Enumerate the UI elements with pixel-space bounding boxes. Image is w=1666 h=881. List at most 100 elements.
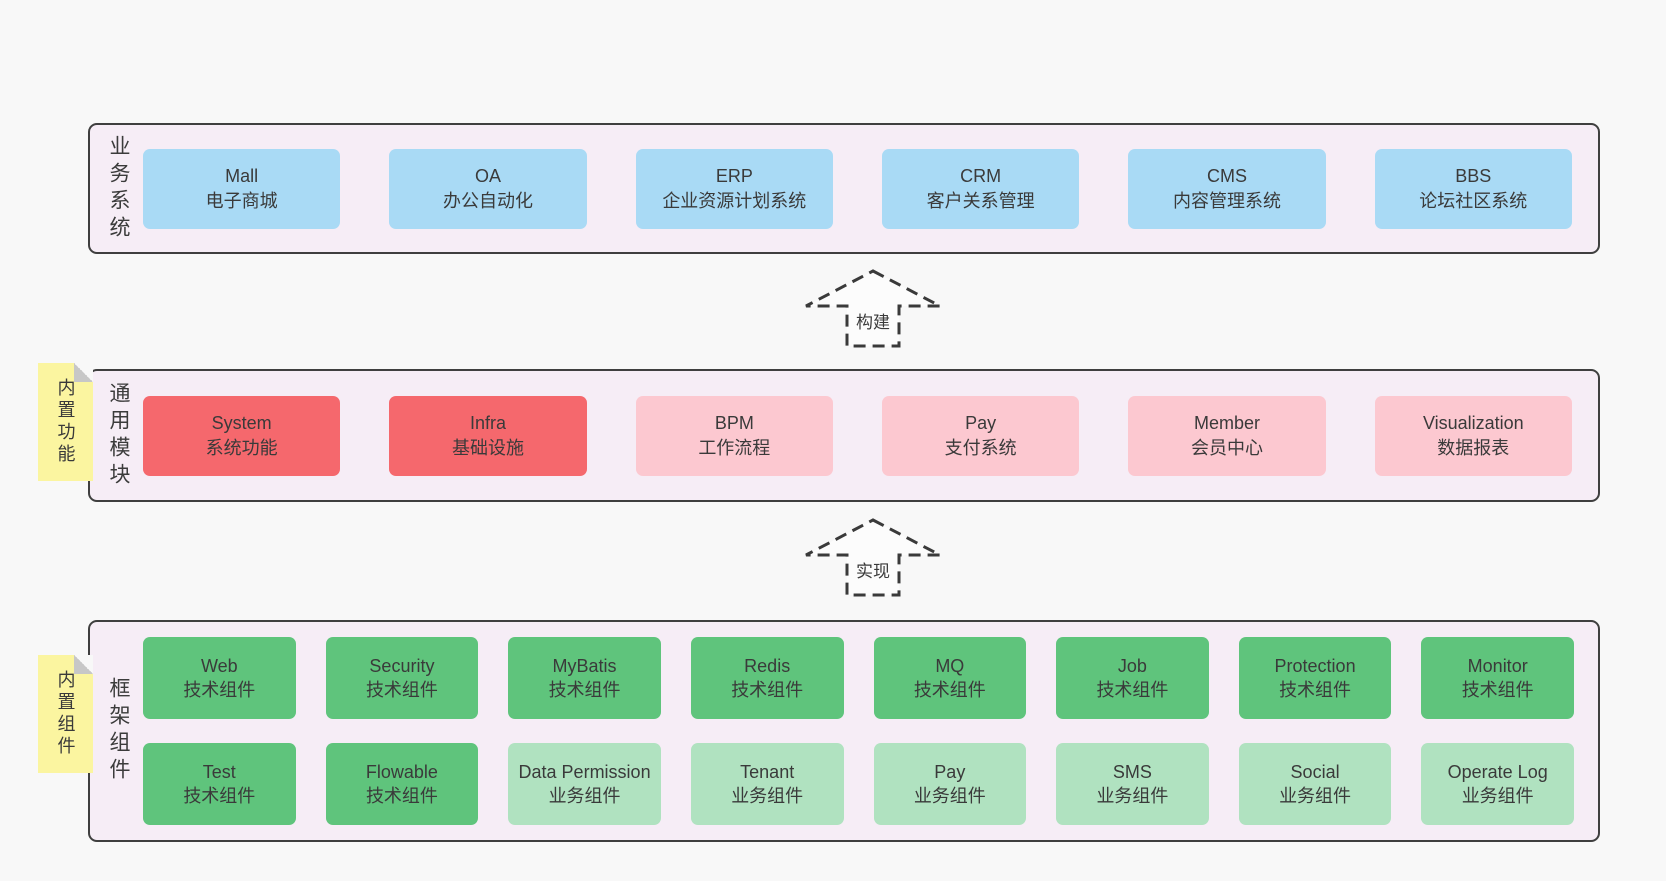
box-tenant: Tenant 业务组件 xyxy=(690,743,844,825)
box-name: Infra xyxy=(469,412,506,433)
box-name: Mall xyxy=(225,165,259,186)
implement-arrow: 实现 xyxy=(803,517,943,597)
box-monitor: Monitor 技术组件 xyxy=(1421,637,1574,719)
box-desc: 会员中心 xyxy=(1190,437,1263,458)
box-desc: 系统功能 xyxy=(205,437,278,458)
box-flowable: Flowable 技术组件 xyxy=(325,743,479,825)
box-desc: 企业资源计划系统 xyxy=(662,190,807,211)
box-redis: Redis 技术组件 xyxy=(690,637,844,719)
box-operate-log: Operate Log 业务组件 xyxy=(1421,743,1574,825)
box-desc: 技术组件 xyxy=(731,680,804,700)
box-name: Data Permission xyxy=(518,762,651,782)
build-arrow-label: 构建 xyxy=(853,307,893,334)
band-framework-components: 框架组件 Web 技术组件 Security 技术组件 MyBatis 技术组件… xyxy=(88,620,1600,842)
box-cms: CMS 内容管理系统 xyxy=(1128,148,1326,229)
box-name: Test xyxy=(202,762,236,782)
box-desc: 业务组件 xyxy=(1096,786,1169,806)
box-data-permission: Data Permission 业务组件 xyxy=(508,743,661,825)
box-desc: 客户关系管理 xyxy=(926,190,1035,211)
box-desc: 技术组件 xyxy=(1096,680,1169,700)
box-name: Pay xyxy=(934,762,966,782)
box-oa: OA 办公自动化 xyxy=(389,148,587,229)
box-member: Member 会员中心 xyxy=(1128,395,1326,476)
box-erp: ERP 企业资源计划系统 xyxy=(635,148,833,229)
box-name: Protection xyxy=(1274,656,1356,676)
box-desc: 技术组件 xyxy=(548,680,621,700)
box-protection: Protection 技术组件 xyxy=(1238,637,1392,719)
box-desc: 技术组件 xyxy=(365,786,438,806)
box-name: Social xyxy=(1290,762,1340,782)
component-row-1: Web 技术组件 Security 技术组件 MyBatis 技术组件 Redi… xyxy=(143,637,1574,719)
box-desc: 技术组件 xyxy=(913,680,986,700)
box-mall: Mall 电子商城 xyxy=(143,148,341,229)
box-social: Social 业务组件 xyxy=(1238,743,1392,825)
box-desc: 基础设施 xyxy=(451,437,524,458)
sticky-label: 内置功能 xyxy=(55,378,76,466)
box-web: Web 技术组件 xyxy=(143,637,296,719)
box-system: System 系统功能 xyxy=(143,395,341,476)
box-infra: Infra 基础设施 xyxy=(389,395,587,476)
box-mq: MQ 技术组件 xyxy=(873,637,1027,719)
band-business-systems: 业务系统 Mall 电子商城 OA 办公自动化 ERP 企业资源计划系统 CRM… xyxy=(88,123,1600,254)
box-name: Monitor xyxy=(1467,656,1528,676)
box-name: Operate Log xyxy=(1447,762,1548,782)
box-desc: 技术组件 xyxy=(365,680,438,700)
box-name: ERP xyxy=(715,165,753,186)
module-boxes: System 系统功能 Infra 基础设施 BPM 工作流程 Pay 支付系统… xyxy=(133,395,1598,476)
box-security: Security 技术组件 xyxy=(325,637,479,719)
band-modules-label: 通用模块 xyxy=(107,381,130,490)
box-desc: 办公自动化 xyxy=(442,190,533,211)
build-arrow: 构建 xyxy=(803,268,943,348)
box-pay-component: Pay 业务组件 xyxy=(873,743,1027,825)
box-name: CMS xyxy=(1206,165,1247,186)
box-name: Tenant xyxy=(740,762,795,782)
box-name: Member xyxy=(1193,412,1260,433)
box-mybatis: MyBatis 技术组件 xyxy=(508,637,661,719)
box-desc: 技术组件 xyxy=(183,680,256,700)
box-desc: 支付系统 xyxy=(944,437,1017,458)
box-crm: CRM 客户关系管理 xyxy=(881,148,1080,229)
box-pay-system: Pay 支付系统 xyxy=(881,395,1080,476)
sticky-note-built-in-features: 内置功能 xyxy=(38,363,93,481)
box-name: SMS xyxy=(1112,762,1152,782)
box-bbs: BBS 论坛社区系统 xyxy=(1374,148,1572,229)
box-desc: 内容管理系统 xyxy=(1172,190,1281,211)
component-rows: Web 技术组件 Security 技术组件 MyBatis 技术组件 Redi… xyxy=(133,637,1598,825)
business-boxes: Mall 电子商城 OA 办公自动化 ERP 企业资源计划系统 CRM 客户关系… xyxy=(133,148,1598,229)
box-bpm: BPM 工作流程 xyxy=(635,395,833,476)
box-desc: 技术组件 xyxy=(183,786,256,806)
box-name: MyBatis xyxy=(552,656,617,676)
folded-corner-icon xyxy=(74,655,93,674)
box-desc: 工作流程 xyxy=(698,437,771,458)
folded-corner-icon xyxy=(74,363,93,382)
box-desc: 技术组件 xyxy=(1461,680,1534,700)
box-name: OA xyxy=(474,165,501,186)
box-name: Job xyxy=(1117,656,1147,676)
box-name: CRM xyxy=(960,165,1002,186)
box-desc: 技术组件 xyxy=(1279,680,1352,700)
box-name: BPM xyxy=(714,412,754,433)
box-name: Visualization xyxy=(1422,412,1524,433)
box-job: Job 技术组件 xyxy=(1056,637,1209,719)
box-test: Test 技术组件 xyxy=(143,743,296,825)
box-name: MQ xyxy=(935,656,965,676)
band-components-label: 框架组件 xyxy=(107,677,130,785)
box-name: Redis xyxy=(744,656,791,676)
box-name: Flowable xyxy=(365,762,438,782)
box-desc: 业务组件 xyxy=(913,786,986,806)
sticky-label: 内置组件 xyxy=(55,670,76,758)
box-desc: 论坛社区系统 xyxy=(1419,190,1528,211)
box-name: BBS xyxy=(1455,165,1492,186)
box-desc: 业务组件 xyxy=(731,786,804,806)
box-desc: 业务组件 xyxy=(1279,786,1352,806)
box-desc: 业务组件 xyxy=(1461,786,1534,806)
implement-arrow-label: 实现 xyxy=(853,556,893,583)
box-visualization: Visualization 数据报表 xyxy=(1374,395,1572,476)
band-common-modules: 通用模块 System 系统功能 Infra 基础设施 BPM 工作流程 Pay… xyxy=(88,369,1600,502)
box-name: Web xyxy=(200,656,238,676)
box-desc: 电子商城 xyxy=(205,190,278,211)
band-business-label: 业务系统 xyxy=(107,134,130,243)
component-row-2: Test 技术组件 Flowable 技术组件 Data Permission … xyxy=(143,743,1574,825)
box-name: System xyxy=(211,412,272,433)
